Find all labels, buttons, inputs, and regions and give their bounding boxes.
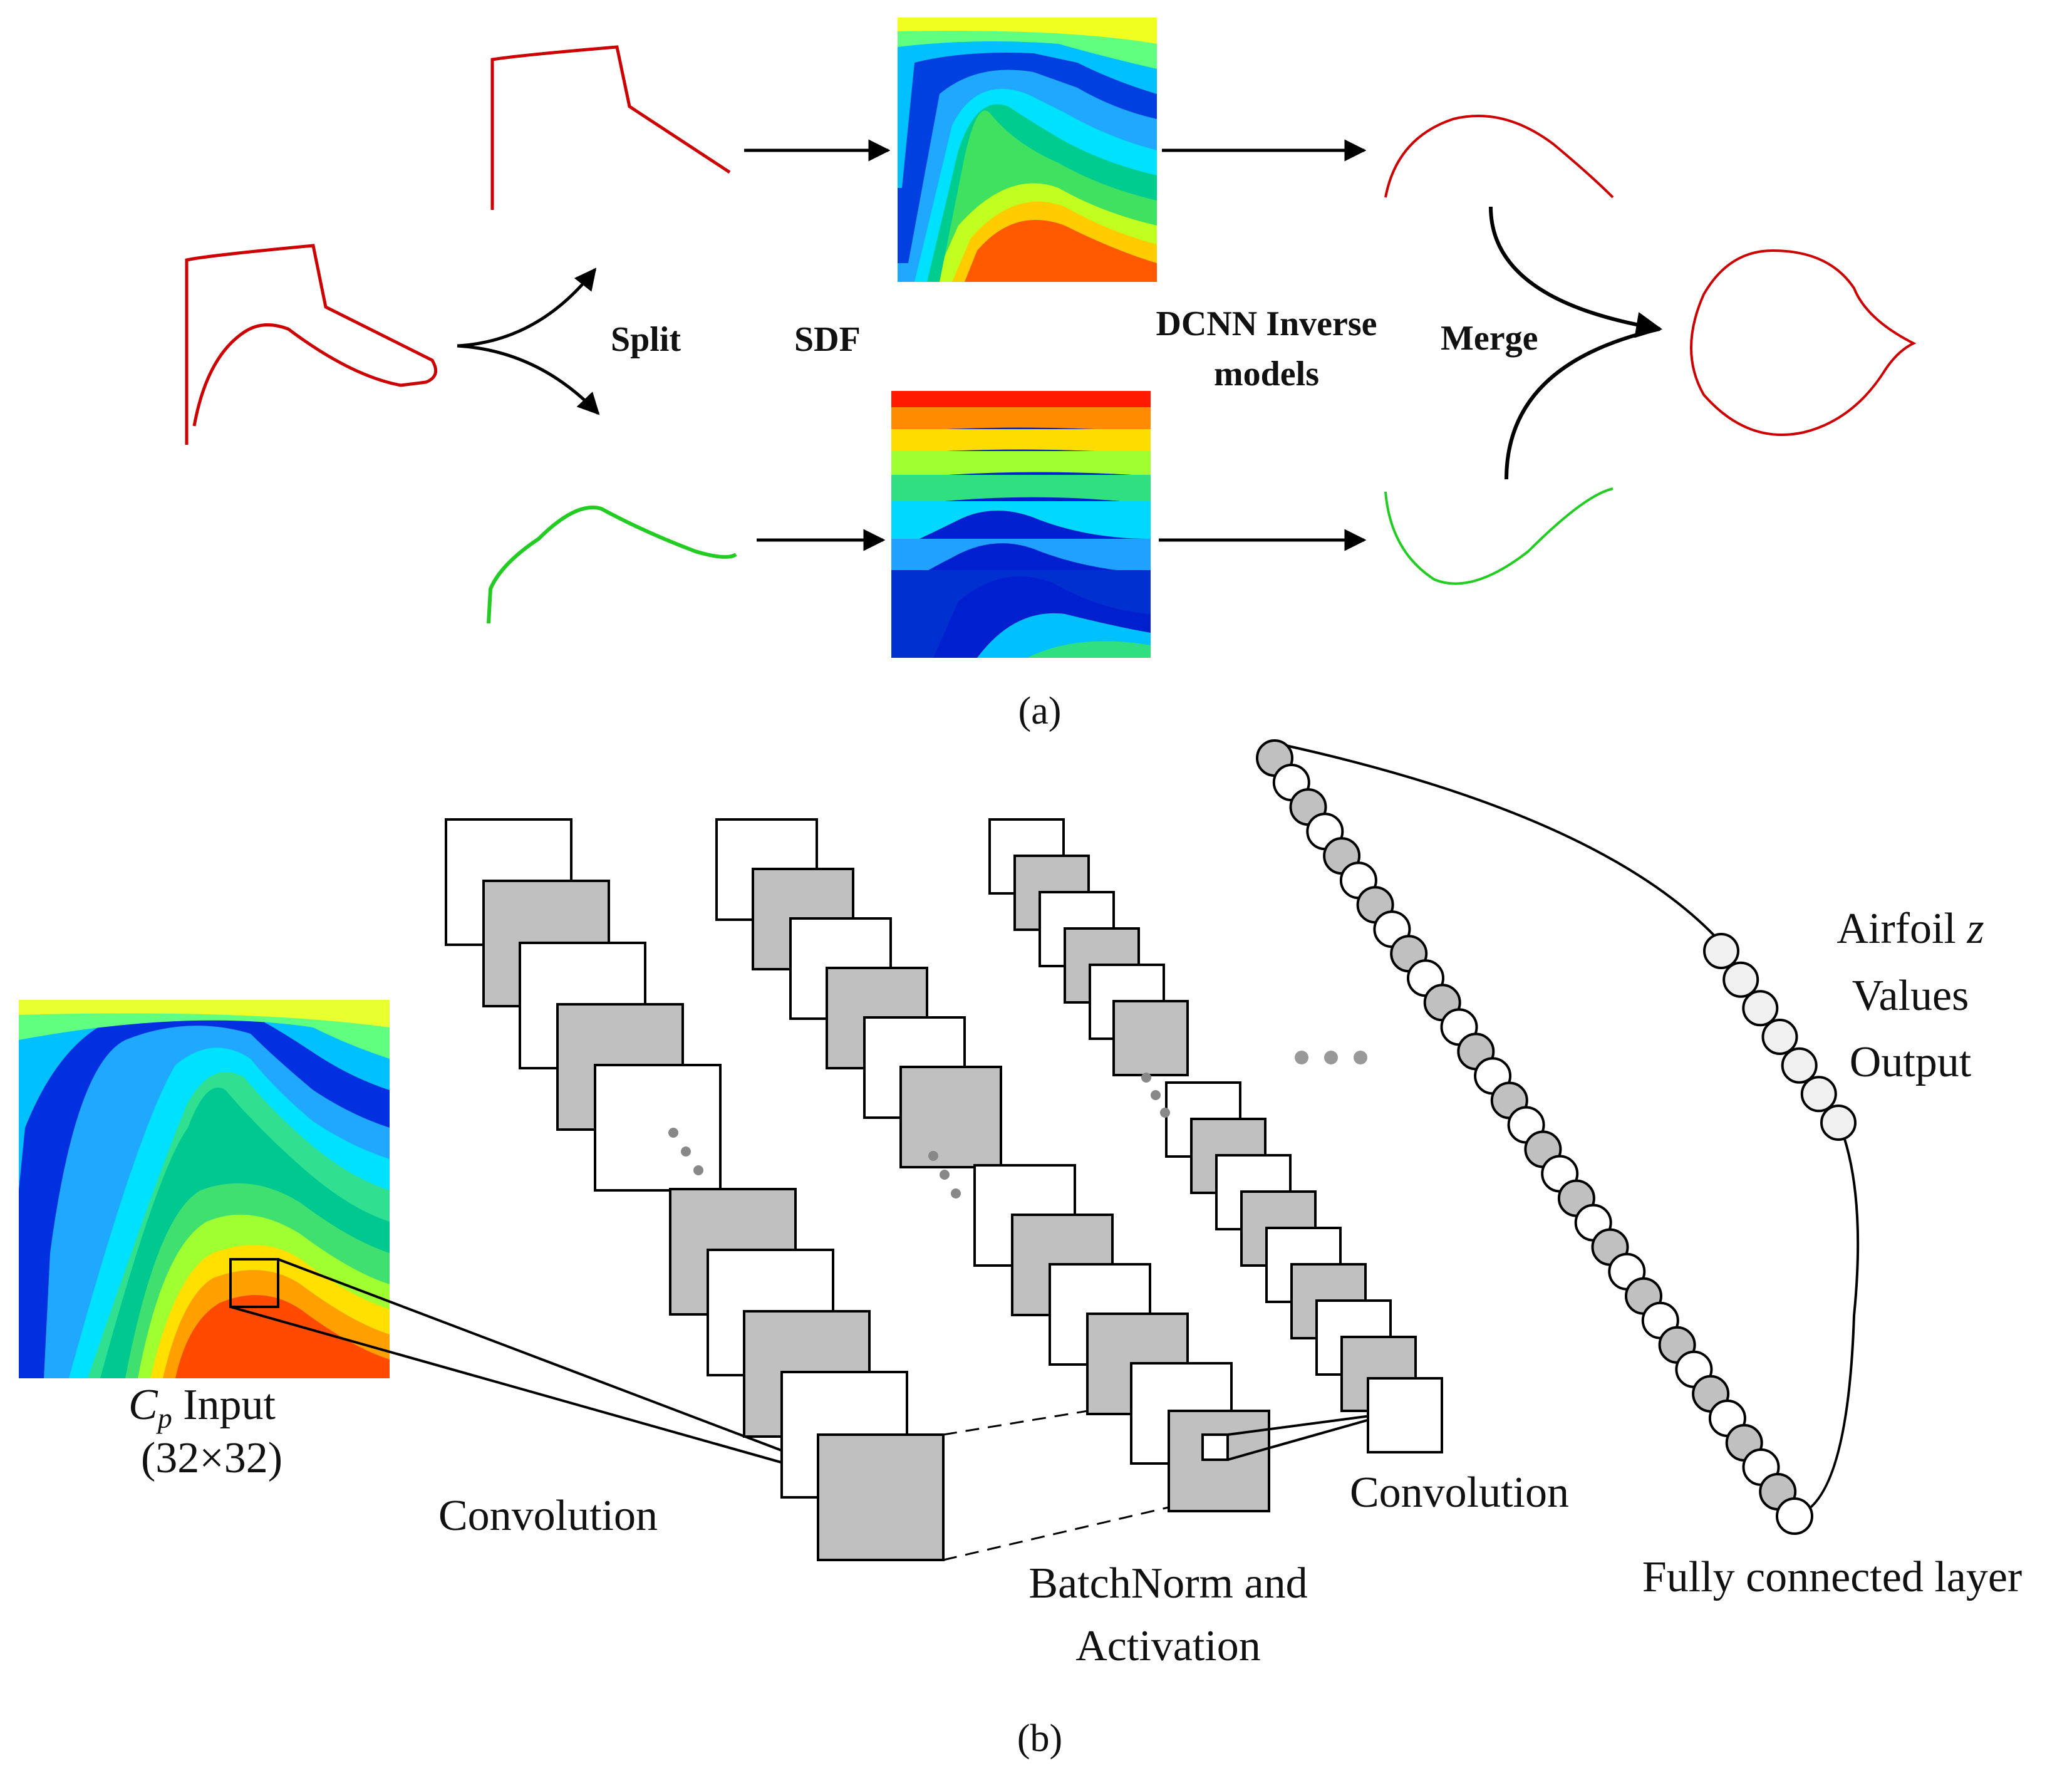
label-fully-connected: Fully connected layer (1642, 1553, 2022, 1601)
cp-subscript: p (156, 1402, 172, 1434)
merge-arrow-bottom (1505, 327, 1660, 480)
lower-curve (487, 506, 737, 624)
upper-curve (490, 45, 731, 210)
label-sdf: SDF (794, 320, 861, 359)
kernel-projection-line-2 (1227, 1411, 1394, 1436)
ellipsis-dot (1295, 1051, 1308, 1064)
feature-map (1112, 1000, 1189, 1076)
upper-output-curve (1384, 115, 1614, 199)
sdf-band (1027, 641, 1151, 658)
cp-input-map (19, 1000, 390, 1378)
merge-arrow-top (1489, 206, 1663, 338)
caption-b: (b) (1017, 1717, 1062, 1760)
feature-map (1367, 1377, 1443, 1453)
ellipsis-dot (1141, 1073, 1151, 1083)
merged-airfoil (1690, 249, 1917, 436)
lower-output-curve (1384, 487, 1614, 585)
label-cp-input: Cp Input (128, 1381, 276, 1434)
label-merge: Merge (1441, 319, 1538, 358)
sdf-band (898, 18, 1157, 44)
kernel-window-2 (1201, 1433, 1229, 1461)
sdf-band (891, 570, 1151, 658)
conv-stack-3 (988, 818, 1443, 1453)
label-cp-size: (32×32) (141, 1434, 282, 1482)
dashed-connector (943, 1505, 1172, 1561)
sdf-band (891, 391, 1151, 407)
label-split: Split (611, 320, 681, 359)
label-convolution-1: Convolution (438, 1492, 658, 1540)
caption-a: (a) (1018, 690, 1062, 732)
split-arrow-down (457, 344, 600, 415)
label-batchnorm-line2: Activation (1075, 1622, 1260, 1670)
ellipsis-dot (1324, 1051, 1338, 1064)
ellipsis-dot (1160, 1108, 1170, 1118)
fc-neuron-column (1256, 739, 1813, 1535)
sdf-band (891, 475, 1151, 507)
panel-a: Split SDF DCNN Inverse models Merge (a) (185, 18, 1917, 732)
ellipsis-dot (928, 1151, 938, 1161)
cp-input-word: Input (172, 1381, 276, 1429)
ellipsis-dots-2 (928, 1151, 961, 1198)
output-neuron (1800, 1076, 1837, 1113)
cp-band (19, 1000, 390, 1378)
conv-stack-2 (715, 818, 1270, 1512)
ellipsis-dot (940, 1170, 950, 1180)
split-arrow-up (457, 268, 597, 348)
kernel-projection-line-2 (1227, 1411, 1394, 1461)
ellipsis-dot (1354, 1051, 1367, 1064)
output-word-airfoil: Airfoil (1836, 905, 1967, 953)
feature-map (899, 1066, 1002, 1168)
label-convolution-2: Convolution (1350, 1469, 1569, 1517)
output-neuron-column (1703, 933, 1857, 1141)
output-var-z: z (1966, 905, 1984, 953)
label-batchnorm-line1: BatchNorm and (1028, 1559, 1307, 1608)
label-dcnn-line1: DCNN Inverse (1156, 304, 1377, 343)
ellipsis-dot (693, 1165, 703, 1175)
conv-stack-1 (445, 818, 945, 1561)
sdf-band (891, 429, 1151, 454)
cp-symbol: C (128, 1381, 158, 1429)
sdf-band (891, 407, 1151, 432)
ellipsis-dot (951, 1188, 961, 1198)
fc-neuron (1776, 1497, 1813, 1535)
label-cp-input-text: Cp Input (128, 1381, 276, 1434)
panel-b: Cp Input (32×32) Convolution BatchNorm a… (19, 739, 2022, 1760)
cp-curve-full (185, 244, 438, 445)
label-dcnn-line2: models (1214, 355, 1319, 393)
label-output-line1: Airfoil z (1836, 905, 1984, 953)
output-neuron (1820, 1105, 1857, 1141)
label-output-line2: Values (1852, 972, 1969, 1020)
cp-band (19, 1000, 390, 1027)
ellipsis-dots-horizontal (1295, 1051, 1367, 1064)
output-neuron (1722, 961, 1759, 998)
output-neuron (1781, 1047, 1818, 1084)
input-kernel-window (229, 1258, 279, 1308)
ellipsis-dots-1 (668, 1128, 703, 1175)
fc-outline-top (1274, 742, 1722, 944)
merge-arrows (1489, 206, 1663, 480)
sdf-band (891, 451, 1151, 479)
ellipsis-dot (668, 1128, 678, 1138)
ellipsis-dot (681, 1146, 691, 1157)
output-neuron (1761, 1019, 1798, 1055)
sdf-band (898, 18, 1157, 263)
output-neuron (1742, 990, 1779, 1027)
label-output: Airfoil z Values Output (1836, 905, 1984, 1086)
sdf-map-lower (891, 391, 1151, 658)
feature-map (817, 1433, 945, 1561)
sdf-band (898, 18, 1157, 188)
fc-outline-bottom (1794, 1121, 1860, 1517)
sdf-band (891, 539, 1151, 595)
output-neuron (1703, 933, 1739, 969)
split-arrows (457, 268, 600, 415)
label-output-line3: Output (1850, 1038, 1972, 1086)
sdf-band (891, 501, 1151, 551)
sdf-map-upper (898, 18, 1157, 282)
ellipsis-dots-3 (1141, 1073, 1170, 1118)
ellipsis-dot (1151, 1090, 1161, 1100)
cp-curve-path (185, 244, 438, 445)
